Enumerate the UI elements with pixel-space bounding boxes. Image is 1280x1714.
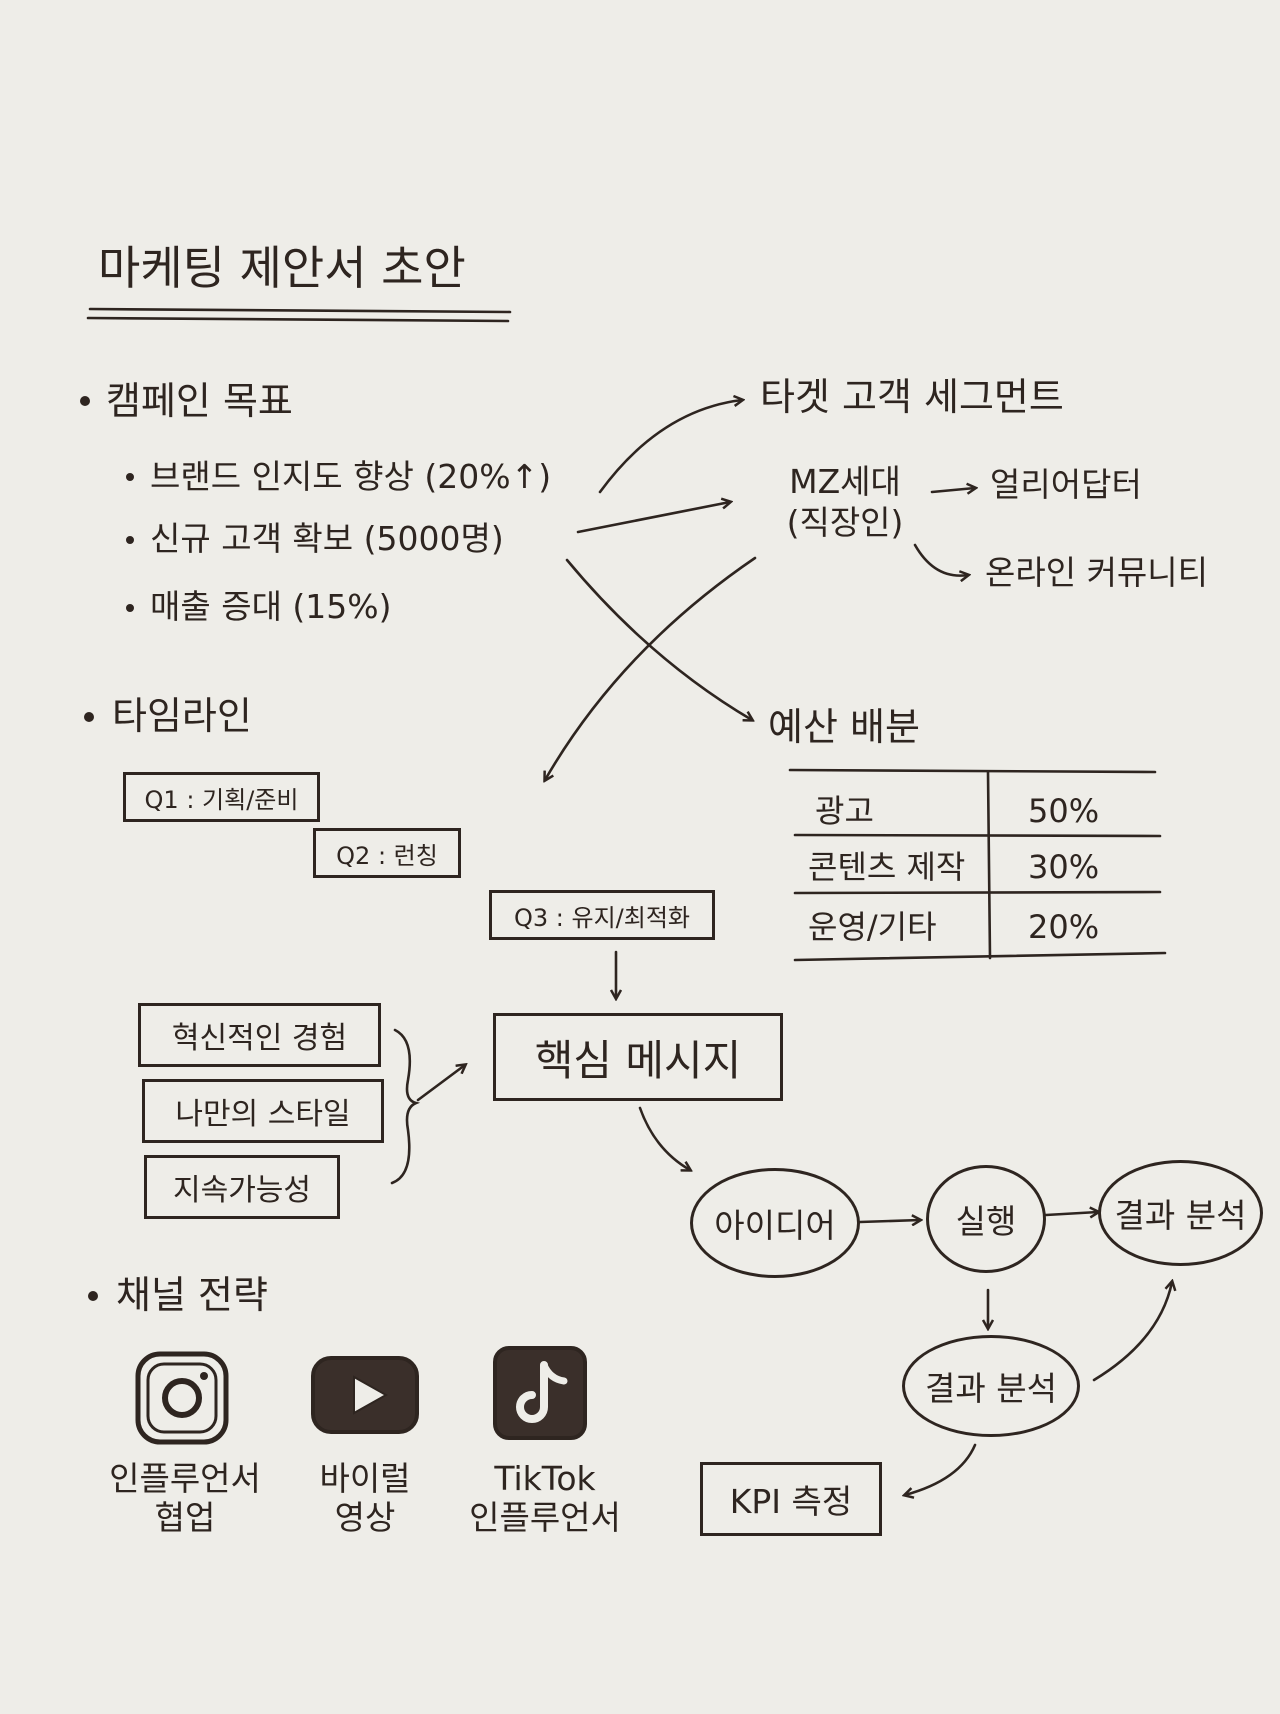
bullet <box>84 712 94 722</box>
title-underline <box>88 307 512 314</box>
target-branch-community: 온라인 커뮤니티 <box>985 553 1209 592</box>
arrow-core-to-idea <box>638 1106 690 1170</box>
budget-value: 50% <box>1028 792 1100 830</box>
channel-label-line: 인플루언서 <box>469 1498 621 1537</box>
timeline-phase-q3: Q3 : 유지/최적화 <box>489 890 715 940</box>
budget-label: 콘텐츠 제작 <box>808 848 966 886</box>
arrow-exec-to-result <box>1044 1212 1098 1215</box>
arrow-result2-to-kpi <box>905 1443 977 1495</box>
budget-label: 운영/기타 <box>808 908 937 946</box>
budget-table-divider <box>986 770 992 960</box>
arrow-idea-to-exec <box>858 1220 920 1222</box>
process-step-result-2: 결과 분석 <box>902 1335 1080 1437</box>
budget-table-top <box>788 768 1157 774</box>
target-branch-early-adopter: 얼리어답터 <box>990 465 1142 504</box>
message-point: 혁신적인 경험 <box>138 1003 381 1067</box>
budget-label: 광고 <box>815 792 874 830</box>
title-underline-2 <box>86 316 510 323</box>
goal-item: 브랜드 인지도 향상 (20%↑) <box>150 457 552 496</box>
segment-line-2: (직장인) <box>786 503 904 542</box>
core-message-box: 핵심 메시지 <box>493 1013 783 1101</box>
process-step-idea: 아이디어 <box>690 1168 860 1278</box>
instagram-icon <box>135 1351 229 1445</box>
process-step-result: 결과 분석 <box>1098 1160 1263 1266</box>
channel-label-line: 인플루언서 <box>109 1459 261 1498</box>
timeline-phase-q1: Q1 : 기획/준비 <box>123 772 320 822</box>
arrow-mz-to-timeline <box>545 556 757 780</box>
channel-label-tiktok: TikTok 인플루언서 <box>460 1462 630 1534</box>
arrow-goal-to-mz <box>576 502 730 534</box>
goals-heading: 캠페인 목표 <box>106 379 293 423</box>
budget-table-row2 <box>793 890 1162 895</box>
message-point: 지속가능성 <box>144 1155 340 1219</box>
channels-heading: 채널 전략 <box>116 1273 268 1317</box>
arrow-goal-to-budget <box>565 558 752 720</box>
budget-heading: 예산 배분 <box>768 705 920 749</box>
goal-item: 매출 증대 (15%) <box>150 587 392 626</box>
bullet <box>126 536 134 544</box>
budget-value: 20% <box>1028 908 1100 946</box>
budget-table-row1 <box>793 833 1162 838</box>
channel-label-line: 영상 <box>334 1498 396 1537</box>
message-point: 나만의 스타일 <box>142 1079 384 1143</box>
goal-item: 신규 고객 확보 (5000명) <box>150 519 504 558</box>
arrow-result2-to-result <box>1092 1282 1172 1382</box>
channel-label-line: 바이럴 <box>319 1459 411 1498</box>
bullet <box>80 396 90 406</box>
youtube-icon <box>311 1356 419 1434</box>
bullet <box>88 1291 98 1301</box>
target-segment: MZ세대 (직장인) <box>770 465 920 539</box>
bullet <box>126 604 134 612</box>
timeline-heading: 타임라인 <box>112 694 252 738</box>
target-heading: 타겟 고객 세그먼트 <box>760 375 1064 419</box>
channel-label-line: 협업 <box>154 1498 216 1537</box>
budget-value: 30% <box>1028 848 1100 886</box>
kpi-box: KPI 측정 <box>700 1462 882 1536</box>
arrow-mz-to-early <box>930 488 975 492</box>
bullet <box>126 473 134 481</box>
arrow-brace-to-core <box>416 1065 465 1102</box>
arrow-goal-to-target <box>598 400 742 494</box>
budget-table-bottom <box>793 951 1167 962</box>
tiktok-icon <box>493 1346 587 1440</box>
channel-label-youtube: 바이럴 영상 <box>290 1462 440 1534</box>
timeline-phase-q2: Q2 : 런칭 <box>313 828 461 878</box>
arrow-mz-to-community <box>913 543 968 576</box>
segment-line-1: MZ세대 <box>789 462 901 501</box>
channel-label-line: TikTok <box>494 1459 596 1498</box>
channel-label-instagram: 인플루언서 협업 <box>100 1462 270 1534</box>
page-title: 마케팅 제안서 초안 <box>98 241 466 295</box>
message-brace <box>390 1028 421 1185</box>
process-step-execute: 실행 <box>926 1165 1046 1273</box>
